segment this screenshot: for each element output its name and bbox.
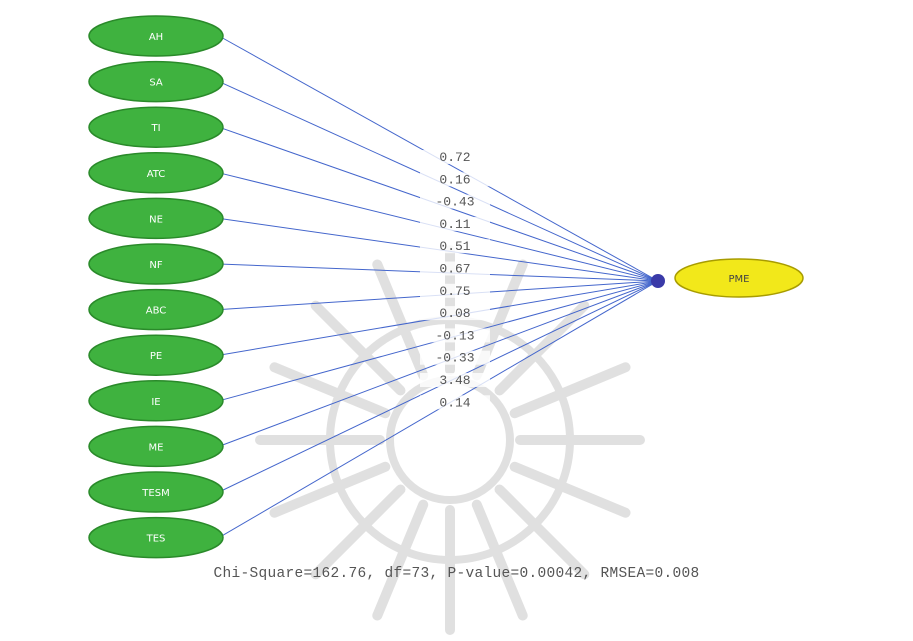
indicator-label: TI: [150, 123, 160, 134]
indicator-node: [88, 288, 224, 331]
target-group: PME: [651, 258, 804, 298]
watermark-ray: [269, 362, 391, 419]
indicator-label: TES: [146, 534, 166, 545]
coefficient-background: [420, 172, 490, 187]
indicator-node: [88, 425, 224, 468]
indicator-node: [88, 197, 224, 240]
indicator-node: [88, 152, 224, 194]
coefficient-background: [420, 261, 490, 276]
indicator-label: AH: [149, 32, 163, 43]
indicator-label: IE: [151, 397, 160, 408]
fit-statistics: Chi-Square=162.76, df=73, P-value=0.0004…: [213, 566, 700, 582]
path-coefficient: -0.43: [435, 195, 474, 210]
path-coefficient: -0.33: [435, 351, 474, 366]
indicator-node: [88, 15, 224, 57]
path-coefficient: 0.75: [439, 284, 470, 299]
watermark-ray: [269, 461, 391, 518]
watermark-ray: [509, 362, 631, 419]
watermark-ray: [372, 499, 429, 621]
indicator-label: PE: [150, 351, 162, 362]
indicator-label: ABC: [146, 306, 167, 317]
watermark-ray: [494, 484, 590, 580]
watermark-ray: [509, 461, 631, 518]
indicator-node: [88, 334, 224, 376]
indicator-node: [88, 106, 224, 148]
indicator-node: [88, 516, 224, 559]
watermark-ray: [494, 300, 590, 396]
coefficient-background: [420, 239, 490, 254]
indicator-node: [88, 243, 224, 285]
target-node: [674, 258, 804, 298]
indicator-node: [88, 60, 224, 103]
indicator-nodes: AH SA TI ATC NE NF ABC PE IE ME TESM TES: [88, 15, 224, 559]
coefficient-background: [420, 194, 490, 209]
path-coefficient: 0.67: [439, 262, 470, 277]
indicator-label: NF: [149, 260, 162, 271]
coefficient-background: [420, 283, 490, 298]
indicator-label: SA: [149, 78, 163, 89]
coefficient-background: [420, 306, 490, 321]
path-coefficient: -0.13: [435, 328, 474, 343]
coefficient-background: [420, 350, 490, 365]
path-coefficient: 0.14: [439, 395, 470, 410]
indicator-node: [88, 471, 224, 513]
path-coefficient: 0.08: [439, 306, 470, 321]
indicator-label: NE: [149, 214, 163, 225]
path-coefficient: 3.48: [439, 373, 470, 388]
coefficient-background: [420, 395, 490, 410]
coefficient-background: [420, 328, 490, 343]
path-coefficient: 0.72: [439, 150, 470, 165]
path-coefficient: 0.11: [439, 217, 470, 232]
indicator-node: [88, 380, 224, 422]
coefficient-background: [420, 373, 490, 387]
coefficient-background: [420, 216, 490, 231]
path-coefficient: 0.16: [439, 172, 470, 187]
watermark-ray: [310, 484, 406, 580]
coefficient-background: [420, 150, 490, 164]
path-coefficients: 0.72 0.16 -0.43 0.11 0.51 0.67 0.75 0.08 -0.13 -0…: [420, 150, 490, 410]
watermark-ray: [310, 300, 406, 396]
path-coefficient: 0.51: [439, 239, 470, 254]
indicator-label: ME: [149, 442, 164, 453]
target-label: PME: [729, 274, 750, 285]
watermark-ray: [372, 259, 429, 381]
junction-node: [651, 274, 665, 288]
watermark-ray: [471, 499, 528, 621]
indicator-label: TESM: [141, 488, 169, 499]
indicator-label: ATC: [147, 169, 166, 180]
